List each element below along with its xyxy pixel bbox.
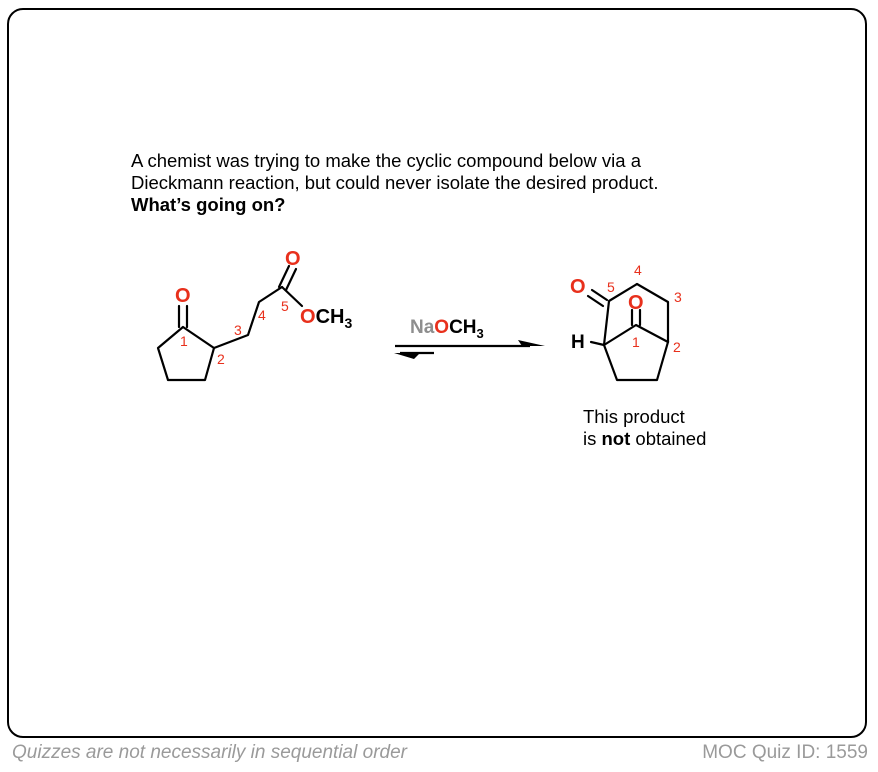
reagent-label: NaOCH3 (410, 317, 484, 341)
product-c5-carbonyl-1 (590, 288, 609, 302)
product-number-3: 3 (674, 289, 682, 305)
note-line-2: is not obtained (583, 428, 706, 450)
product-h-label: H (571, 332, 585, 353)
product-lower-ring (602, 340, 670, 382)
note-pre: is (583, 428, 602, 449)
product-note: This product is not obtained (583, 406, 706, 450)
reagent-na: Na (410, 317, 435, 338)
note-line-1: This product (583, 406, 685, 427)
reactant-molecule (156, 264, 304, 382)
product-c5-carbonyl-2 (586, 294, 605, 308)
question-line-3: What’s going on? (131, 194, 286, 215)
product-number-2: 2 (673, 339, 681, 355)
reactant-number-1: 1 (180, 333, 188, 349)
reactant-chain (212, 285, 284, 350)
reactant-ester-bond-2 (284, 267, 298, 292)
forward-arrow-head (518, 340, 545, 346)
reagent-o: O (434, 317, 449, 338)
quiz-card (7, 8, 867, 738)
reactant-methoxy-sub: 3 (344, 315, 352, 331)
question-line-1: A chemist was trying to make the cyclic … (131, 150, 642, 171)
reactant-methoxy-o: O (300, 306, 316, 328)
note-post: obtained (630, 428, 707, 449)
reactant-ester-single-bond (280, 285, 304, 308)
product-o5-label: O (570, 276, 586, 298)
product-upper-ring (602, 282, 670, 347)
reactant-ketone-oxygen: O (175, 285, 191, 307)
product-ketone-bridge (602, 323, 670, 347)
reactant-number-5: 5 (281, 298, 289, 314)
quiz-id: MOC Quiz ID: 1559 (702, 742, 868, 763)
product-number-1: 1 (632, 334, 640, 350)
product-number-4: 4 (634, 262, 642, 278)
reactant-methoxy-label: OCH3 (300, 306, 352, 331)
reactant-number-3: 3 (234, 322, 242, 338)
reactant-ring (156, 325, 216, 382)
product-o1-label: O (628, 292, 644, 314)
reactant-ester-bond-1 (277, 264, 291, 289)
equilibrium-arrows (394, 340, 545, 359)
question-text: A chemist was trying to make the cyclic … (131, 150, 791, 216)
note-bold: not (601, 428, 631, 449)
reverse-arrow-head (394, 353, 420, 359)
reactant-number-2: 2 (217, 351, 225, 367)
reactant-number-4: 4 (258, 307, 266, 323)
reactant-methoxy-ch: CH (316, 306, 345, 328)
reagent-sub: 3 (477, 326, 484, 341)
product-h-bond (589, 340, 606, 347)
footer-disclaimer: Quizzes are not necessarily in sequentia… (12, 742, 407, 763)
reactant-ester-oxygen: O (285, 248, 301, 270)
question-line-2: Dieckmann reaction, but could never isol… (131, 172, 659, 193)
reagent-ch: CH (449, 317, 476, 338)
product-number-5: 5 (607, 279, 615, 295)
product-molecule (586, 282, 670, 382)
